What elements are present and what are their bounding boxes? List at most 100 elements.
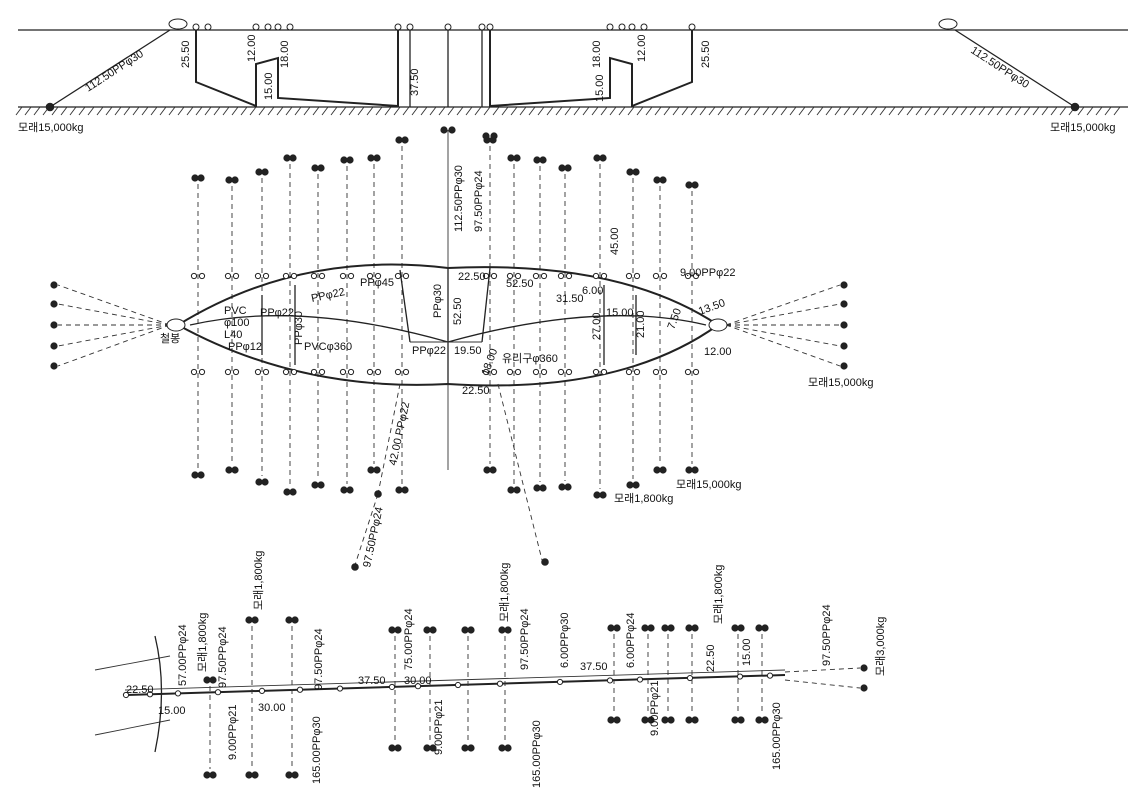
profile-sinker <box>755 716 763 724</box>
profile-sinker <box>731 716 739 724</box>
seabed-hatch-mark <box>114 106 122 116</box>
plan-float <box>514 272 522 280</box>
plan-sinker <box>395 486 403 494</box>
plan-sinker <box>289 488 297 496</box>
plan-sinker <box>564 164 572 172</box>
seabed-hatch-mark <box>906 106 914 116</box>
seabed-hatch-mark <box>564 106 572 116</box>
plan-sinker <box>653 466 661 474</box>
plan-right-funnel <box>481 267 491 343</box>
right-anchor-rope <box>954 29 1076 108</box>
seabed-hatch-mark <box>537 106 545 116</box>
seabed-hatch-mark <box>870 106 878 116</box>
section-float <box>444 23 452 31</box>
right-net-wall <box>489 30 693 108</box>
plan-float <box>262 272 270 280</box>
plan-float <box>190 272 198 280</box>
profile-sinker <box>647 624 655 632</box>
seabed-hatch-mark <box>195 106 203 116</box>
profile-sinker <box>285 616 293 624</box>
seabed-hatch-mark <box>591 106 599 116</box>
profile-rope-900-a-label: 9.00PPφ21 <box>227 705 239 760</box>
profile-rope-16500-c-label: 165.00PPφ30 <box>771 702 783 770</box>
seabed-hatch-mark <box>681 106 689 116</box>
plan-pp22-left-label: PPφ22 <box>310 286 346 305</box>
plan-float <box>490 368 498 376</box>
seabed-hatch-mark <box>1032 106 1040 116</box>
plan-sinker <box>626 168 634 176</box>
section-view: 112.50PPφ30 112.50PPφ30 모래15,000kg 모래15,… <box>15 18 1128 134</box>
plan-l40-label: L40 <box>224 329 242 341</box>
profile-rope-900-c-label: 9.00PPφ21 <box>649 681 661 736</box>
section-float <box>286 23 294 31</box>
seabed-hatch-mark <box>969 106 977 116</box>
profile-left-curve <box>154 635 163 753</box>
seabed-hatch-mark <box>1014 106 1022 116</box>
seabed-hatch-mark <box>780 106 788 116</box>
plan-float <box>557 272 565 280</box>
plan-sinker <box>489 466 497 474</box>
profile-sinker <box>467 744 475 752</box>
plan-sinker <box>659 176 667 184</box>
plan-rope-9750-label: 97.50PPφ24 <box>361 506 386 569</box>
plan-float <box>684 272 692 280</box>
plan-float <box>339 272 347 280</box>
seabed-hatch-mark <box>663 106 671 116</box>
profile-length-3750-a-label: 37.50 <box>358 675 386 687</box>
profile-left-rope-top <box>94 655 171 671</box>
profile-sinker <box>737 624 745 632</box>
plan-fan-rope-right <box>725 303 841 326</box>
plan-pp30-left-label: PPφ30 <box>293 311 305 345</box>
plan-float <box>625 368 633 376</box>
seabed-hatch-mark <box>888 106 896 116</box>
seabed-hatch-mark <box>798 106 806 116</box>
profile-sinker <box>498 626 506 634</box>
seabed-hatch-mark <box>960 106 968 116</box>
profile-sinker <box>461 626 469 634</box>
plan-fan-rope-right <box>725 284 841 326</box>
profile-rope-900-b-label: 9.00PPφ21 <box>433 700 445 755</box>
seabed-hatch-mark <box>150 106 158 116</box>
plan-center-rope-label-1: 112.50PPφ30 <box>453 165 465 232</box>
seabed-hatch-mark <box>843 106 851 116</box>
seabed-hatch-mark <box>1041 106 1049 116</box>
profile-verticals <box>122 616 868 779</box>
profile-length-2250-label: 22.50 <box>126 684 154 696</box>
plan-sinker <box>367 466 375 474</box>
plan-sinker <box>50 342 58 350</box>
profile-rope-9750-b-label: 97.50PPφ24 <box>313 628 325 690</box>
profile-sinker <box>860 664 868 672</box>
profile-float <box>174 690 182 697</box>
plan-fan-rope-left <box>57 303 171 326</box>
seabed-hatch-mark <box>15 106 23 116</box>
seabed-hatch-mark <box>384 106 392 116</box>
seabed-hatch-mark <box>483 106 491 116</box>
section-float <box>394 23 402 31</box>
section-dim-5: 37.50 <box>409 68 421 96</box>
profile-sinker <box>607 624 615 632</box>
seabed-hatch-mark <box>402 106 410 116</box>
plan-sinker <box>593 154 601 162</box>
seabed-hatch-mark <box>330 106 338 116</box>
seabed-hatch-mark <box>1059 106 1067 116</box>
profile-sinker <box>291 616 299 624</box>
seabed-hatch-mark <box>96 106 104 116</box>
profile-sinker <box>251 771 259 779</box>
seabed-hatch-mark <box>348 106 356 116</box>
plan-sinker <box>401 136 409 144</box>
seabed-hatch-mark <box>897 106 905 116</box>
plan-sinker <box>197 471 205 479</box>
profile-float <box>736 673 744 680</box>
plan-sinker <box>317 481 325 489</box>
plan-float <box>347 272 355 280</box>
plan-left-funnel <box>399 269 411 343</box>
plan-float <box>232 272 240 280</box>
profile-right-rope-bottom <box>784 679 861 689</box>
plan-float <box>310 368 318 376</box>
section-left-rope-label: 112.50PPφ30 <box>83 48 146 94</box>
profile-left-rope-bottom <box>94 719 171 736</box>
section-float <box>478 23 486 31</box>
plan-float <box>684 368 692 376</box>
profile-rope-9750-c-label: 97.50PPφ24 <box>519 608 531 670</box>
seabed-hatch-mark <box>411 106 419 116</box>
